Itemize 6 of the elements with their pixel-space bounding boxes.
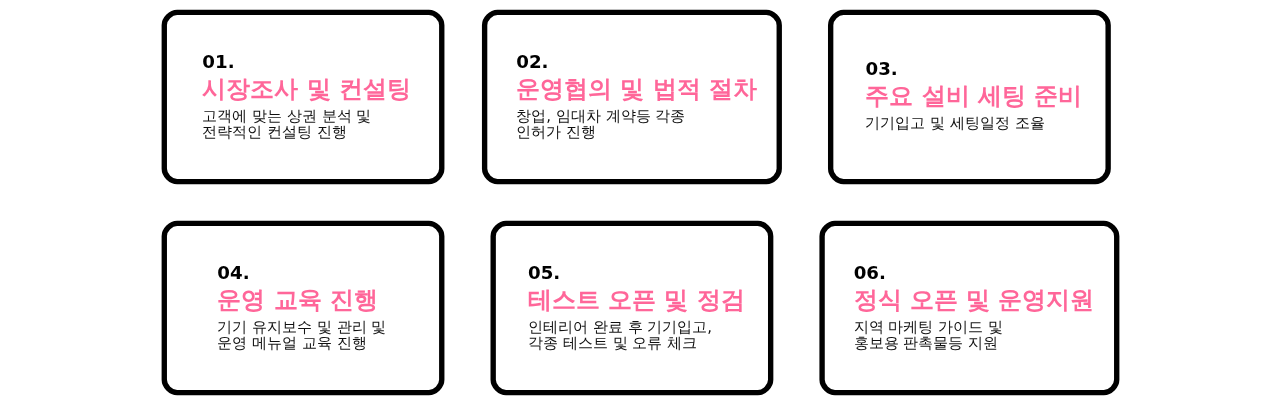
node-box: 02. 운영협의 및 법적 절차 창업, 임대차 계약등 각종 인허가 진행 [481, 9, 782, 185]
node-box: 03. 주요 설비 세팅 준비 기기입고 및 세팅일정 조율 [827, 9, 1111, 185]
node-box: 06. 정식 오픈 및 운영지원 지역 마케팅 가이드 및 홍보용 판촉물등 지원 [818, 220, 1119, 396]
node-box: 04. 운영 교육 진행 기기 유지보수 및 관리 및 운영 메뉴얼 교육 진행 [161, 220, 444, 396]
node-box: 01. 시장조사 및 컨설팅 고객에 맞는 상권 분석 및 전략적인 컨설팅 진행 [161, 9, 444, 185]
node-box: 05. 테스트 오픈 및 정검 인테리어 완료 후 기기입고, 각종 테스트 및 오류 체크 [490, 220, 773, 396]
